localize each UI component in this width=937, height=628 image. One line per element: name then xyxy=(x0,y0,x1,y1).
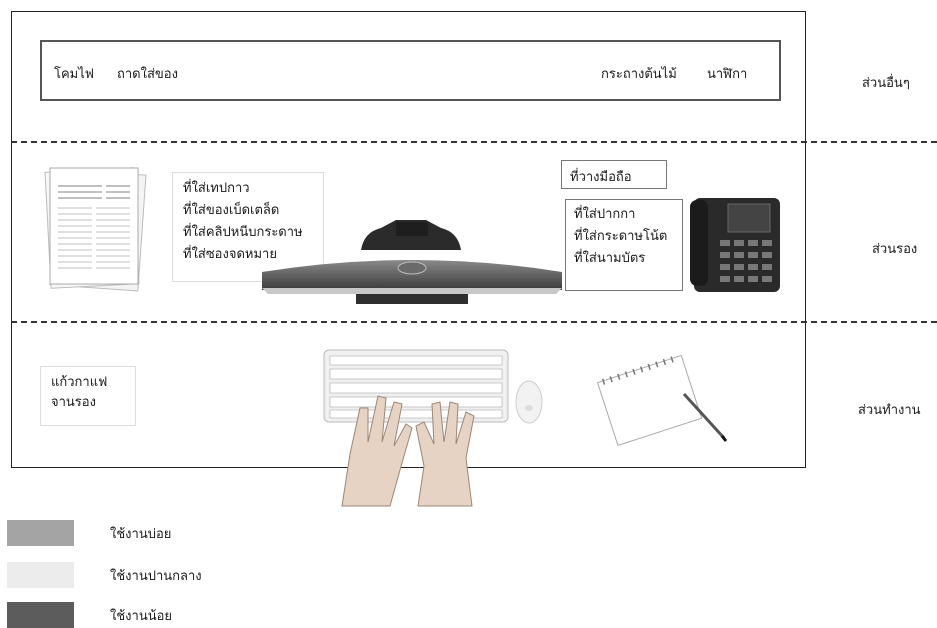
top-item-tray: ถาดใส่ของ xyxy=(117,63,178,84)
zone-divider-top xyxy=(11,141,937,143)
supplies-item-tape: ที่ใส่เทปกาว xyxy=(173,173,323,200)
phone-stand-box: ที่วางมือถือ xyxy=(561,160,667,189)
zone-label-other: ส่วนอื่นๆ xyxy=(862,72,910,93)
document-stack-image xyxy=(40,162,160,302)
legend-swatch-frequent xyxy=(7,520,74,546)
keyboard-hands-image xyxy=(320,346,510,516)
top-item-plant-pot: กระถางต้นไม้ xyxy=(601,63,677,84)
stationery-item-notes: ที่ใส่กระดาษโน้ต xyxy=(566,226,682,248)
phone-stand-label: ที่วางมือถือ xyxy=(570,166,632,187)
desk-phone-image xyxy=(690,190,782,294)
notebook-pencil-image xyxy=(588,350,738,450)
legend-swatch-moderate xyxy=(7,562,74,588)
legend-label-rare: ใช้งานน้อย xyxy=(110,605,172,626)
stationery-box: ที่ใส่ปากกา ที่ใส่กระดาษโน้ต ที่ใส่นามบั… xyxy=(565,199,683,291)
top-item-clock: นาฬิกา xyxy=(707,63,747,84)
coffee-box: แก้วกาแฟ จานรอง xyxy=(40,366,136,426)
coffee-item-cup: แก้วกาแฟ xyxy=(41,367,135,393)
stationery-item-pen: ที่ใส่ปากกา xyxy=(566,200,682,226)
monitor-image xyxy=(256,220,568,306)
coffee-item-saucer: จานรอง xyxy=(41,393,135,413)
legend-label-moderate: ใช้งานปานกลาง xyxy=(110,565,202,586)
zone-label-work: ส่วนทำงาน xyxy=(858,399,921,420)
zone-label-secondary: ส่วนรอง xyxy=(872,238,917,259)
legend-swatch-rare xyxy=(7,602,74,628)
supplies-item-misc: ที่ใส่ของเบ็ดเตล็ด xyxy=(173,200,323,222)
stationery-item-cards: ที่ใส่นามบัตร xyxy=(566,248,682,270)
mouse-image xyxy=(513,378,545,428)
legend-label-frequent: ใช้งานบ่อย xyxy=(110,523,171,544)
zone-divider-bottom xyxy=(11,321,937,323)
top-item-lamp: โคมไฟ xyxy=(54,63,94,84)
